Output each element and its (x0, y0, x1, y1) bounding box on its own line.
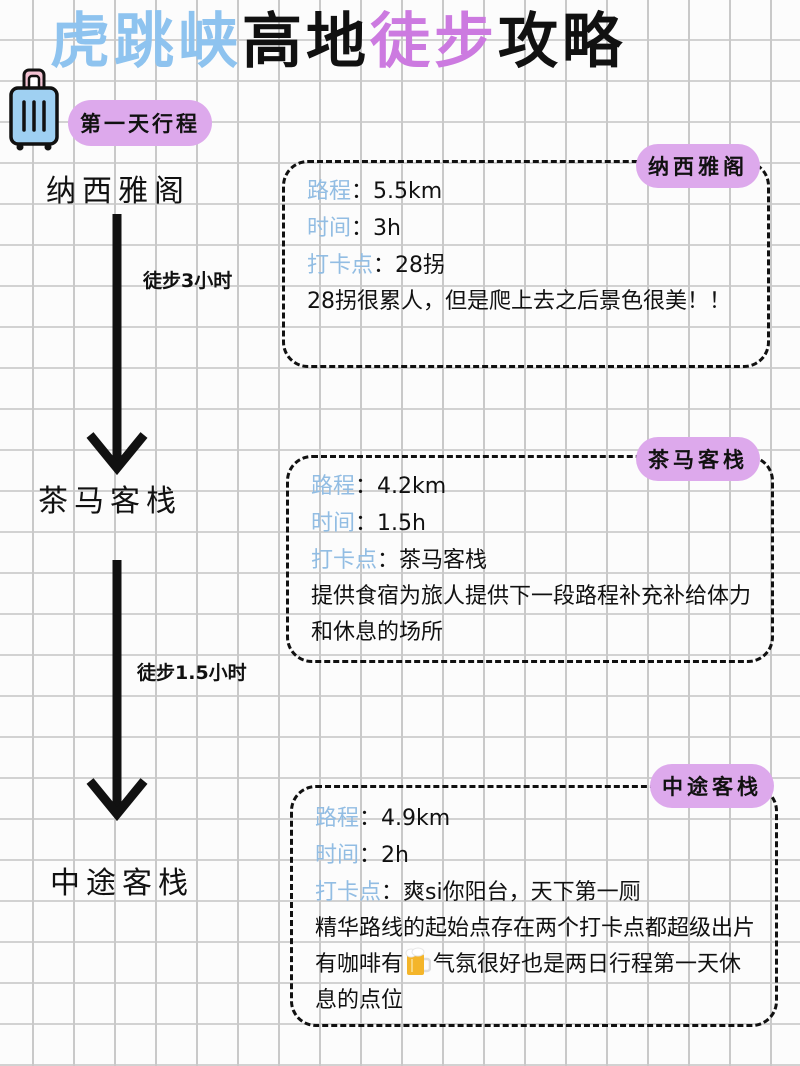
title-part-guide: 攻略 (498, 7, 626, 77)
card-tag-naxi-yage: 纳西雅阁 (636, 144, 760, 188)
distance-row: 路程：4.9km (315, 806, 451, 831)
walk-duration-label: 徒步3小时 (143, 270, 233, 292)
station-naxi-yage: 纳西雅阁 (46, 174, 190, 209)
info-card-halfway-inn: 路程：4.9km 时间：2h 打卡点：爽si你阳台，天下第一厕 精华路线的起始点… (290, 785, 778, 1027)
time-row: 时间：1.5h (311, 511, 426, 536)
beer-mug-icon (405, 947, 432, 975)
card-description: 精华路线的起始点存在两个打卡点都超级出片有咖啡有气氛很好也是两日行程第一天休息的… (315, 916, 756, 1013)
station-halfway-inn: 中途客栈 (50, 866, 194, 901)
distance-row: 路程：4.2km (311, 474, 447, 499)
title-part-location: 虎跳峡 (50, 7, 242, 77)
down-arrow-icon (86, 214, 148, 475)
checkin-spot-row: 打卡点：茶马客栈 (311, 548, 488, 573)
checkin-spot-row: 打卡点：爽si你阳台，天下第一厕 (315, 880, 641, 905)
walk-duration-label: 徒步1.5小时 (137, 662, 247, 684)
page-title: 虎跳峡高地徒步攻略 (50, 2, 626, 82)
distance-row: 路程：5.5km (307, 179, 443, 204)
time-row: 时间：2h (315, 843, 409, 868)
suitcase-icon (9, 68, 59, 151)
card-description: 28拐很累人，但是爬上去之后景色很美！！ (307, 289, 731, 314)
day-label-pill: 第一天行程 (68, 100, 212, 146)
title-part-hiking: 徒步 (370, 7, 498, 77)
info-card-naxi-yage: 路程：5.5km 时间：3h 打卡点：28拐 28拐很累人，但是爬上去之后景色很… (282, 160, 770, 368)
card-tag-chama-inn: 茶马客栈 (636, 437, 760, 481)
info-card-chama-inn: 路程：4.2km 时间：1.5h 打卡点：茶马客栈 提供食宿为旅人提供下一段路程… (286, 455, 774, 663)
card-description: 提供食宿为旅人提供下一段路程补充补给体力和休息的场所 (311, 584, 752, 645)
station-chama-inn: 茶马客栈 (38, 484, 182, 519)
title-part-highland: 高地 (242, 7, 370, 77)
down-arrow-icon (86, 560, 148, 821)
checkin-spot-row: 打卡点：28拐 (307, 253, 446, 278)
card-tag-halfway-inn: 中途客栈 (650, 764, 774, 808)
time-row: 时间：3h (307, 216, 401, 241)
